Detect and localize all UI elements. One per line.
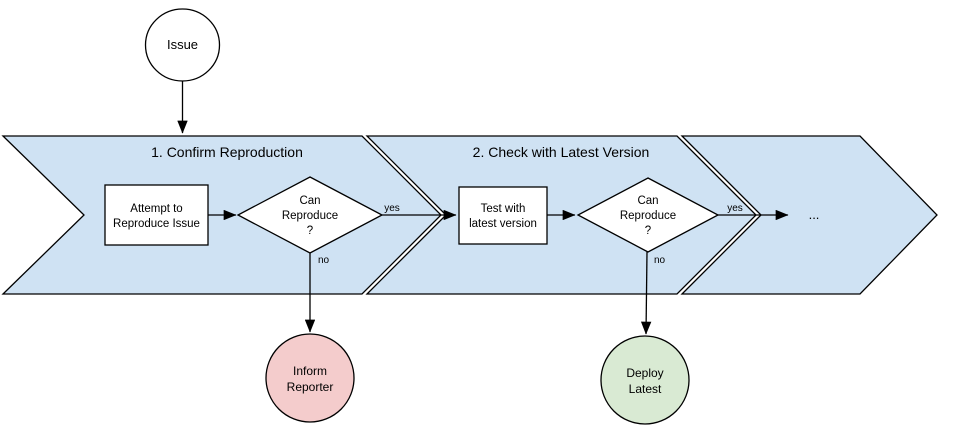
terminal-2-line-1: Deploy: [626, 366, 663, 380]
continuation-ellipsis: ...: [809, 207, 820, 222]
step-box-2-line-1: Test with: [481, 203, 526, 215]
section-2-title: 2. Check with Latest Version: [473, 144, 650, 160]
decision-1-line-2: Reproduce: [282, 210, 338, 222]
yes-label-1: yes: [384, 203, 400, 214]
step-box-1-line-2: Reproduce Issue: [113, 218, 200, 230]
section-1-title: 1. Confirm Reproduction: [151, 144, 303, 160]
terminal-node-deploy-latest: [600, 335, 690, 425]
decision-2-line-3: ?: [645, 225, 651, 237]
decision-2-line-2: Reproduce: [620, 210, 676, 222]
no-label-2: no: [654, 255, 666, 266]
step-box-attempt-reproduce: [104, 184, 209, 246]
terminal-2-line-2: Latest: [629, 382, 662, 396]
decision-1-line-1: Can: [299, 195, 320, 207]
step-box-1-line-1: Attempt to: [130, 203, 182, 215]
decision-1-line-3: ?: [307, 225, 313, 237]
terminal-1-line-2: Reporter: [287, 380, 334, 394]
step-box-2-line-2: latest version: [469, 218, 537, 230]
decision-diamond-can-reproduce-2: [576, 177, 720, 253]
decision-2-line-1: Can: [637, 195, 658, 207]
yes-label-2: yes: [727, 203, 743, 214]
edge-decision2-no: [640, 251, 652, 335]
terminal-1-line-1: Inform: [293, 364, 327, 378]
no-label-1: no: [318, 255, 330, 266]
step-box-test-latest: [458, 186, 548, 245]
start-node-label: Issue: [167, 37, 198, 52]
terminal-node-inform-reporter: [265, 333, 355, 423]
